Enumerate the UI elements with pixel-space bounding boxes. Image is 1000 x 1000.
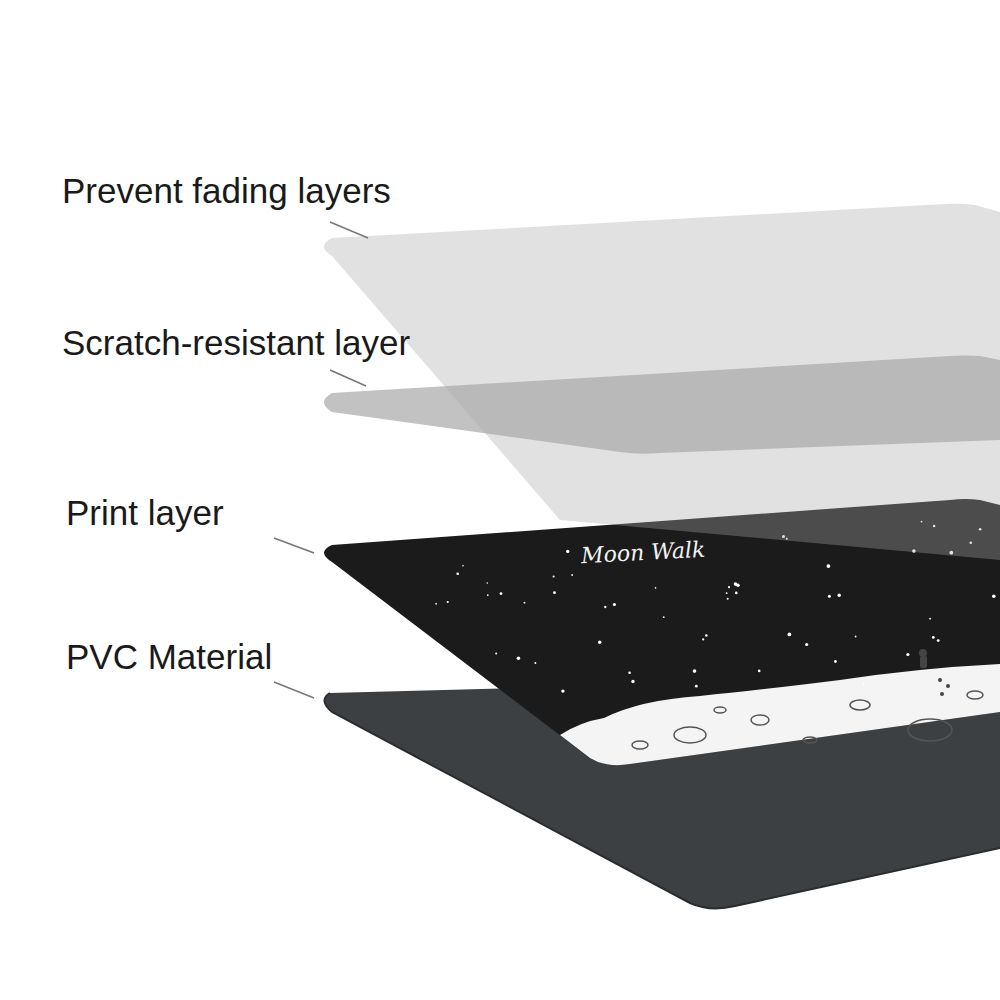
star bbox=[655, 587, 657, 589]
layer-label: Print layer bbox=[66, 494, 224, 533]
star bbox=[695, 685, 698, 688]
star bbox=[534, 662, 536, 664]
astronaut bbox=[919, 649, 950, 696]
star bbox=[462, 565, 464, 567]
star bbox=[435, 603, 437, 605]
star bbox=[487, 594, 489, 596]
star bbox=[929, 618, 931, 620]
star bbox=[735, 592, 738, 595]
moon-surface bbox=[560, 664, 1000, 765]
star bbox=[727, 598, 729, 600]
star bbox=[500, 592, 503, 595]
star bbox=[628, 671, 631, 674]
star bbox=[456, 573, 459, 576]
star bbox=[553, 575, 555, 577]
layer-label: Prevent fading layers bbox=[62, 172, 391, 211]
star bbox=[828, 595, 831, 598]
star bbox=[838, 594, 841, 597]
star bbox=[517, 657, 521, 661]
star bbox=[487, 582, 489, 584]
moon-craters bbox=[632, 691, 983, 749]
star bbox=[705, 634, 708, 637]
fade-plate bbox=[324, 204, 1000, 560]
star bbox=[932, 636, 935, 639]
star bbox=[604, 606, 606, 608]
star bbox=[728, 586, 730, 588]
star bbox=[631, 680, 634, 683]
star bbox=[855, 636, 857, 638]
layer-label: PVC Material bbox=[66, 638, 272, 677]
star bbox=[834, 660, 837, 663]
star bbox=[553, 591, 556, 594]
star bbox=[571, 574, 573, 576]
layer-label: Scratch-resistant layer bbox=[62, 324, 410, 363]
star bbox=[561, 689, 564, 692]
leader-lines bbox=[274, 222, 368, 698]
star bbox=[827, 564, 831, 568]
star bbox=[758, 670, 761, 673]
star bbox=[524, 602, 526, 604]
star bbox=[992, 595, 996, 599]
star bbox=[788, 633, 792, 637]
star bbox=[693, 669, 697, 673]
star bbox=[702, 638, 704, 640]
star bbox=[734, 582, 738, 586]
star bbox=[726, 592, 728, 594]
star bbox=[495, 653, 497, 655]
star bbox=[862, 683, 864, 685]
star bbox=[937, 639, 940, 642]
star bbox=[566, 550, 569, 553]
star bbox=[447, 601, 449, 603]
star bbox=[805, 643, 808, 646]
star bbox=[613, 603, 616, 606]
star bbox=[663, 616, 665, 618]
star bbox=[906, 653, 909, 656]
star bbox=[598, 641, 601, 644]
